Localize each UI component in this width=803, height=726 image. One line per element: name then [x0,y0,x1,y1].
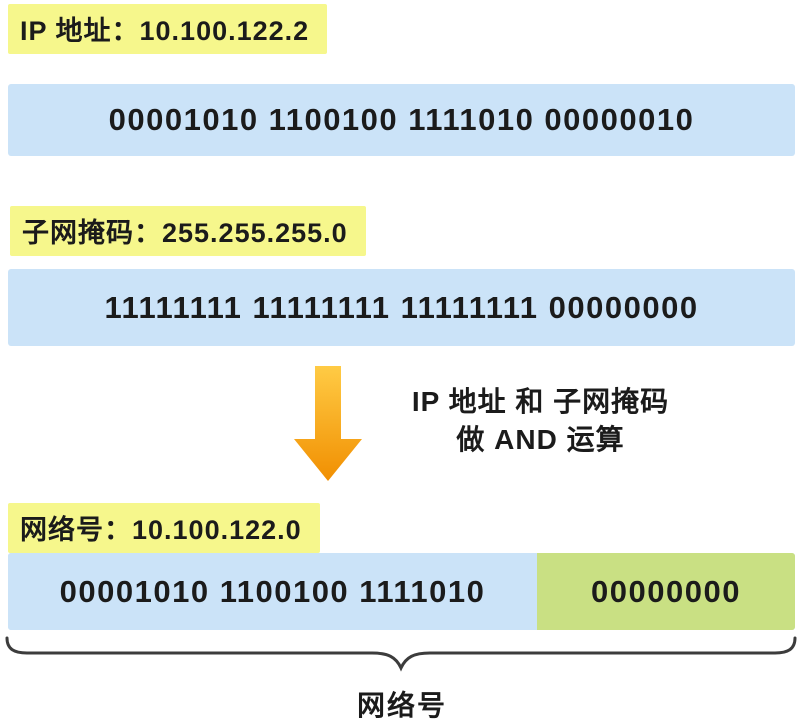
annotation-line-1: IP 地址 和 子网掩码 [411,386,670,417]
network-prefix-binary-text: 00001010 1100100 1111010 [8,553,537,630]
network-binary-band: 00001010 1100100 1111010 00000000 [8,553,795,630]
ip-binary-band: 00001010 1100100 1111010 00000010 [8,84,795,156]
underbrace-bracket-icon [5,636,797,672]
and-operation-annotation: IP 地址 和 子网掩码 做 AND 运算 [388,383,693,459]
mask-binary-band: 11111111 11111111 11111111 00000000 [8,269,795,346]
brace-network-number-caption: 网络号 [356,690,447,721]
subnet-mask-label: 子网掩码：255.255.255.0 [10,206,366,256]
network-number-label: 网络号：10.100.122.0 [8,503,320,553]
mask-binary-text: 11111111 11111111 11111111 00000000 [104,289,699,325]
ip-binary-text: 00001010 1100100 1111010 00000010 [108,102,695,137]
host-part-binary-text: 00000000 [537,553,795,630]
ip-address-label: IP 地址：10.100.122.2 [8,4,328,54]
annotation-line-2: 做 AND 运算 [456,424,625,455]
down-arrow-icon [294,366,362,481]
